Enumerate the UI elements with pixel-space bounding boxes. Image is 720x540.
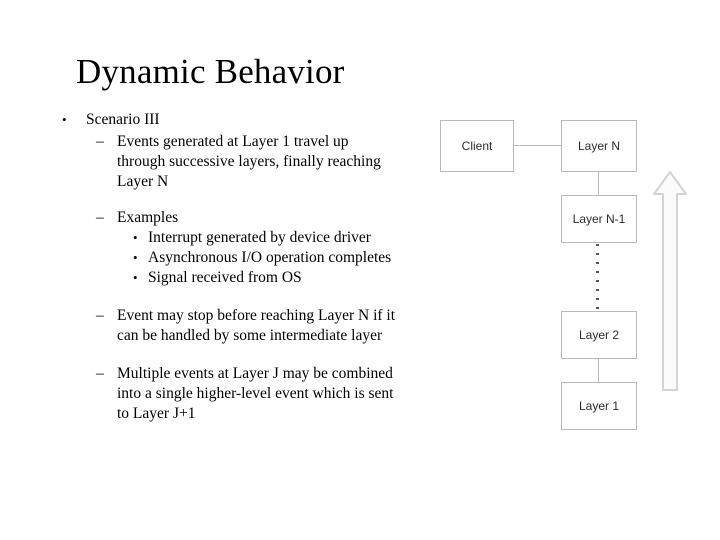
node-label: Layer 2 bbox=[578, 328, 620, 342]
spacer bbox=[0, 192, 460, 208]
bullet-line: can be handled by some intermediate laye… bbox=[117, 327, 383, 344]
bullet-dot-icon: • bbox=[133, 270, 138, 285]
bullet-line: Event may stop before reaching Layer N i… bbox=[117, 307, 396, 324]
bullet-scenario-iii: • Scenario III bbox=[0, 110, 460, 130]
spacer bbox=[0, 288, 460, 306]
connector-client-to-layer-n bbox=[514, 145, 561, 146]
bullet-line: Examples bbox=[117, 209, 179, 226]
spacer bbox=[0, 346, 460, 364]
bullet-dot-icon: • bbox=[133, 230, 138, 245]
diagram-node-layer-n-minus-1: Layer N-1 bbox=[561, 195, 637, 243]
bullet-body: • Scenario III – Events generated at Lay… bbox=[0, 110, 460, 424]
bullet-line: Events generated at Layer 1 travel up bbox=[117, 133, 349, 150]
bullet-line: Layer N bbox=[117, 173, 169, 190]
diagram-node-layer-n: Layer N bbox=[561, 120, 637, 172]
bullet-dot-icon: • bbox=[133, 250, 138, 265]
connector-layer-2-to-layer-1 bbox=[598, 359, 599, 382]
diagram-node-layer-1: Layer 1 bbox=[561, 382, 637, 430]
bullet-text: Scenario III bbox=[86, 111, 160, 128]
node-label: Layer N bbox=[577, 139, 621, 153]
bullet-line: into a single higher-level event which i… bbox=[117, 385, 394, 402]
bullet-event-may-stop: – Event may stop before reaching Layer N… bbox=[0, 306, 460, 346]
diagram-node-client: Client bbox=[440, 120, 514, 172]
page-title: Dynamic Behavior bbox=[76, 52, 345, 91]
connector-dotted-layer-n-1-to-layer-2 bbox=[596, 244, 599, 310]
bullet-examples: – Examples bbox=[0, 208, 460, 228]
bullet-example-signal: • Signal received from OS bbox=[0, 268, 460, 288]
upward-arrow-icon bbox=[652, 170, 688, 392]
bullet-line: Multiple events at Layer J may be combin… bbox=[117, 365, 393, 382]
node-label: Layer N-1 bbox=[572, 212, 626, 226]
bullet-line: Interrupt generated by device driver bbox=[148, 229, 371, 246]
bullet-dash-icon: – bbox=[96, 365, 104, 382]
diagram-node-layer-2: Layer 2 bbox=[561, 311, 637, 359]
node-label: Layer 1 bbox=[578, 399, 620, 413]
bullet-dash-icon: – bbox=[96, 133, 104, 150]
bullet-events-travel-up: – Events generated at Layer 1 travel up … bbox=[0, 132, 460, 192]
bullet-line: to Layer J+1 bbox=[117, 405, 196, 422]
bullet-dash-icon: – bbox=[96, 307, 104, 324]
bullet-dot-icon: • bbox=[62, 112, 67, 127]
connector-layer-n-to-layer-n-1 bbox=[598, 172, 599, 195]
bullet-multiple-events: – Multiple events at Layer J may be comb… bbox=[0, 364, 460, 424]
bullet-line: Asynchronous I/O operation completes bbox=[148, 249, 392, 266]
bullet-example-interrupt: • Interrupt generated by device driver bbox=[0, 228, 460, 248]
bullet-dash-icon: – bbox=[96, 209, 104, 226]
node-label: Client bbox=[461, 139, 493, 153]
bullet-example-async-io: • Asynchronous I/O operation completes bbox=[0, 248, 460, 268]
bullet-line: through successive layers, finally reach… bbox=[117, 153, 381, 170]
layer-stack-diagram: Client Layer N Layer N-1 Layer 2 Layer 1 bbox=[430, 110, 720, 450]
bullet-line: Signal received from OS bbox=[148, 269, 302, 286]
